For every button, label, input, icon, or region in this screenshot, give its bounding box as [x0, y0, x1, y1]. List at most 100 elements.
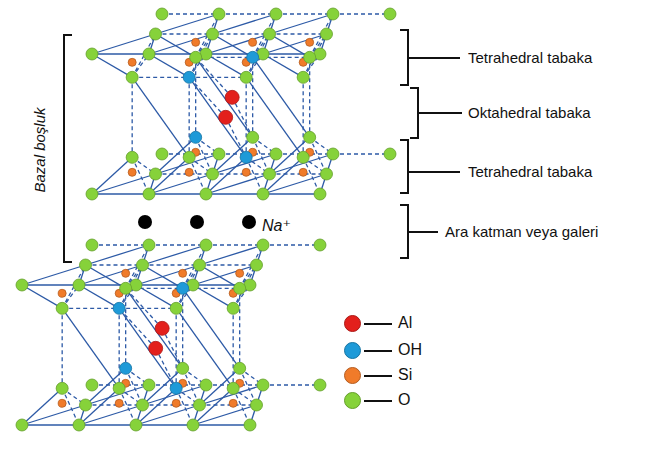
- bond-line: [252, 57, 253, 137]
- bond-line: [213, 33, 270, 34]
- oxygen-atom: [150, 168, 162, 180]
- bond-line: [189, 34, 212, 77]
- oxygen-atom: [227, 302, 239, 314]
- silicon-atom: [242, 168, 250, 176]
- bond-line: [136, 424, 193, 425]
- bracket-group: [64, 30, 462, 262]
- bond-line: [126, 288, 183, 368]
- bond-line: [156, 34, 196, 57]
- bond-line: [200, 265, 240, 288]
- oxygen-atom: [244, 419, 256, 431]
- oxygen-atom: [56, 382, 68, 394]
- oxygen-atom: [304, 131, 316, 143]
- bond-line: [263, 157, 303, 194]
- bond-line: [149, 244, 206, 245]
- bond-line: [176, 308, 177, 388]
- oxygen-atom: [113, 382, 125, 394]
- bond-line: [62, 308, 119, 309]
- bond-line: [246, 77, 303, 157]
- bond-line: [126, 288, 163, 328]
- oxygen-atom: [314, 188, 326, 200]
- legend-leader: [364, 350, 392, 352]
- bond-line: [86, 404, 143, 405]
- bond-line: [22, 284, 79, 285]
- bond-line: [176, 265, 199, 308]
- hydroxyl-group: [247, 51, 259, 63]
- bond-line: [132, 77, 189, 78]
- oxygen-atom: [170, 302, 182, 314]
- silicon-atom: [128, 168, 136, 176]
- legend-leader: [364, 323, 392, 325]
- bond-line: [246, 34, 269, 77]
- label-anchor: Oktahedral tabaka: [468, 103, 593, 123]
- oxygen-atom: [297, 71, 309, 83]
- bond-line: [156, 173, 213, 174]
- bond-line: [239, 288, 240, 368]
- legend-label: Al: [398, 313, 412, 333]
- layer-bracket: [400, 205, 438, 258]
- oxygen-atom: [327, 148, 339, 160]
- bond-lines: [92, 14, 390, 194]
- bond-line: [176, 308, 233, 388]
- bond-line: [92, 53, 149, 54]
- oxygen-atom: [200, 188, 212, 200]
- silicon-atom: [58, 399, 66, 407]
- basal-spacing-bracket: [64, 35, 72, 262]
- oxygen-atom: [86, 188, 98, 200]
- oxygen-atom: [304, 51, 316, 63]
- oxygen-atom: [270, 148, 282, 160]
- dimension-label: Bazal boşluk: [31, 107, 48, 192]
- oxygen-atom: [200, 239, 212, 251]
- bond-line: [183, 288, 240, 368]
- legend-label: O: [398, 390, 410, 410]
- silicon-atom: [229, 399, 237, 407]
- bond-line: [119, 308, 156, 348]
- legend-leader: [364, 400, 392, 402]
- oxygen-atom: [80, 259, 92, 271]
- legend-leader: [364, 375, 392, 377]
- bond-line: [196, 57, 253, 137]
- oxygen-atom: [227, 382, 239, 394]
- oxygen-atom: [207, 168, 219, 180]
- silicon-atom: [115, 399, 123, 407]
- oxygen-atom: [321, 168, 333, 180]
- hydroxyl-group: [240, 151, 252, 163]
- bond-line: [303, 77, 304, 157]
- layer-label: Tetrahedral tabaka: [468, 49, 592, 66]
- bond-line: [149, 193, 206, 194]
- lattice-group: [16, 8, 396, 431]
- bond-line: [86, 265, 126, 288]
- bond-line: [62, 308, 119, 388]
- aluminium-atom: [155, 321, 169, 335]
- oxygen-atom: [234, 362, 246, 374]
- label-anchor: Tetrahedral tabaka: [468, 162, 595, 182]
- atoms: [16, 239, 326, 431]
- bond-line: [206, 244, 263, 245]
- oxygen-atom: [384, 148, 396, 160]
- oxygen-atom: [251, 399, 263, 411]
- bond-line: [189, 77, 190, 157]
- bond-line: [149, 157, 189, 194]
- bond-line: [253, 57, 310, 137]
- hydroxyl-group: [183, 71, 195, 83]
- atoms: [86, 8, 396, 200]
- oxygen-atom: [257, 379, 269, 391]
- legend-label: Si: [398, 365, 412, 385]
- oxygen-atom: [314, 239, 326, 251]
- bond-line: [92, 54, 132, 77]
- silicon-atom: [179, 269, 187, 277]
- oxygen-atom: [73, 279, 85, 291]
- oxygen-atom: [190, 51, 202, 63]
- bond-line: [79, 285, 119, 308]
- hydroxyl-group: [190, 131, 202, 143]
- oxygen-atom: [270, 8, 282, 20]
- bond-line: [196, 57, 233, 97]
- clay-unit: [16, 239, 326, 431]
- bond-line: [263, 244, 320, 245]
- oxygen-atom: [143, 379, 155, 391]
- oxygen-atom: [264, 28, 276, 40]
- sodium-ion: [242, 215, 256, 229]
- legend-swatch: [344, 392, 361, 409]
- sodium-ion: [138, 215, 152, 229]
